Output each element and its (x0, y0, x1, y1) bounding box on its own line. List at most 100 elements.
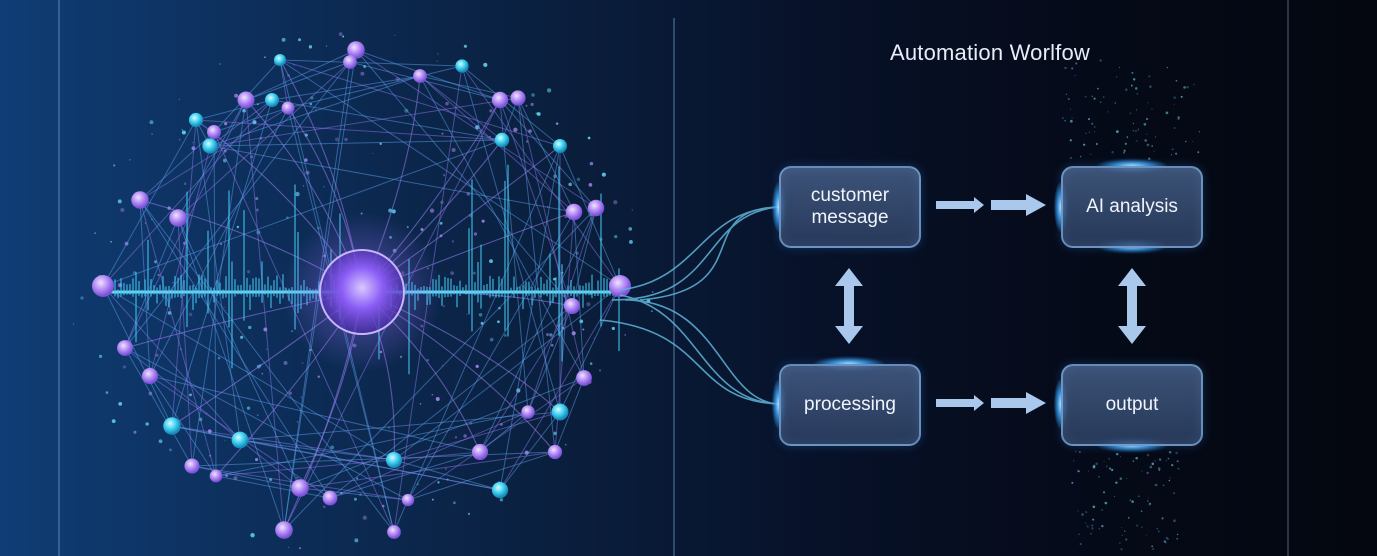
network-node-purple (322, 490, 338, 506)
particle (499, 498, 504, 502)
sparkle (1093, 97, 1096, 100)
particle (651, 291, 654, 293)
particle (224, 122, 228, 126)
sparkle (1078, 533, 1080, 536)
network-edges (102, 49, 621, 533)
sparkle (1167, 457, 1170, 460)
network-edge (349, 61, 501, 101)
particle (535, 112, 538, 115)
network-edge (393, 285, 621, 461)
sparkle (1069, 139, 1072, 142)
particle (475, 364, 479, 368)
particle (463, 44, 467, 48)
sparkle (1165, 111, 1169, 115)
arrow-right-icon (936, 395, 984, 411)
sparkle (1090, 532, 1093, 535)
sparkle (1091, 527, 1094, 530)
network-edge (191, 451, 556, 467)
sparkle (1154, 136, 1157, 138)
particle (325, 45, 328, 47)
particle (113, 164, 116, 167)
particle (178, 98, 181, 101)
sparkle (1177, 118, 1180, 121)
network-node-purple (117, 340, 133, 356)
sparkle (1158, 458, 1162, 461)
sparkle (1173, 96, 1177, 99)
network-node-purple (471, 443, 489, 461)
network-edge (124, 347, 409, 501)
network-edge (393, 411, 561, 461)
sparkle (1123, 151, 1125, 154)
sparkle (1074, 450, 1077, 453)
particle (431, 498, 434, 501)
particle (429, 208, 435, 213)
network-endpoint-node (609, 275, 631, 297)
particle (362, 515, 367, 520)
network-edge (245, 61, 351, 101)
particle (110, 240, 112, 243)
sparkle (1149, 502, 1152, 505)
sparkle (1175, 79, 1178, 82)
particle (611, 326, 615, 330)
network-edge (479, 411, 529, 453)
particle (105, 391, 109, 394)
sparkle (1135, 109, 1138, 111)
sparkle (1186, 86, 1189, 89)
particle (555, 122, 559, 125)
particle (261, 372, 264, 375)
particle (255, 208, 259, 212)
particle (192, 141, 194, 144)
network-edge (124, 61, 351, 349)
network-edge (419, 75, 503, 141)
sparkle (1125, 538, 1128, 541)
network-edge (329, 305, 573, 499)
network-node-cyan (202, 138, 218, 154)
sparkle (1180, 95, 1183, 98)
sparkle (1161, 517, 1164, 520)
particle (264, 56, 266, 59)
sparkle (1075, 62, 1078, 65)
sparkle (1173, 104, 1175, 106)
node-label: output (1105, 394, 1159, 415)
particle (436, 53, 439, 55)
sparkle (1131, 71, 1134, 74)
sparkle (1087, 117, 1091, 121)
particle (431, 393, 434, 396)
network-edge (283, 207, 597, 531)
sparkle (1078, 451, 1081, 453)
sparkle (1086, 525, 1089, 528)
network-node-purple (347, 41, 365, 59)
node-processing[interactable]: processing (779, 364, 921, 446)
particle (223, 306, 225, 308)
node-output[interactable]: output (1061, 364, 1203, 446)
sparkle (1107, 110, 1110, 113)
sparkle (1126, 136, 1129, 138)
sparkle (1185, 140, 1187, 143)
network-edge (279, 59, 621, 287)
particle (391, 209, 396, 214)
sparkle (1111, 469, 1114, 472)
network-edge (393, 145, 561, 533)
particle (296, 476, 299, 479)
network-edge (479, 305, 573, 453)
sparkle (1084, 95, 1087, 98)
network-edge (213, 131, 217, 477)
connector-curves (599, 206, 779, 405)
sparkle (1098, 527, 1101, 530)
network-edge (149, 375, 481, 453)
sparkle (1064, 119, 1066, 122)
particle (172, 281, 174, 284)
sparkle (1146, 471, 1149, 474)
sparkle (1137, 129, 1140, 131)
node-ai-analysis[interactable]: AI analysis (1061, 166, 1203, 248)
particle (536, 112, 541, 116)
sparkle (1176, 460, 1179, 463)
network-edge (139, 199, 217, 477)
network-edge (499, 99, 597, 209)
node-label-line2: message (811, 207, 889, 228)
sparkle (1193, 83, 1195, 86)
particle (598, 369, 602, 372)
sparkle (1110, 468, 1114, 471)
particle (483, 62, 488, 67)
